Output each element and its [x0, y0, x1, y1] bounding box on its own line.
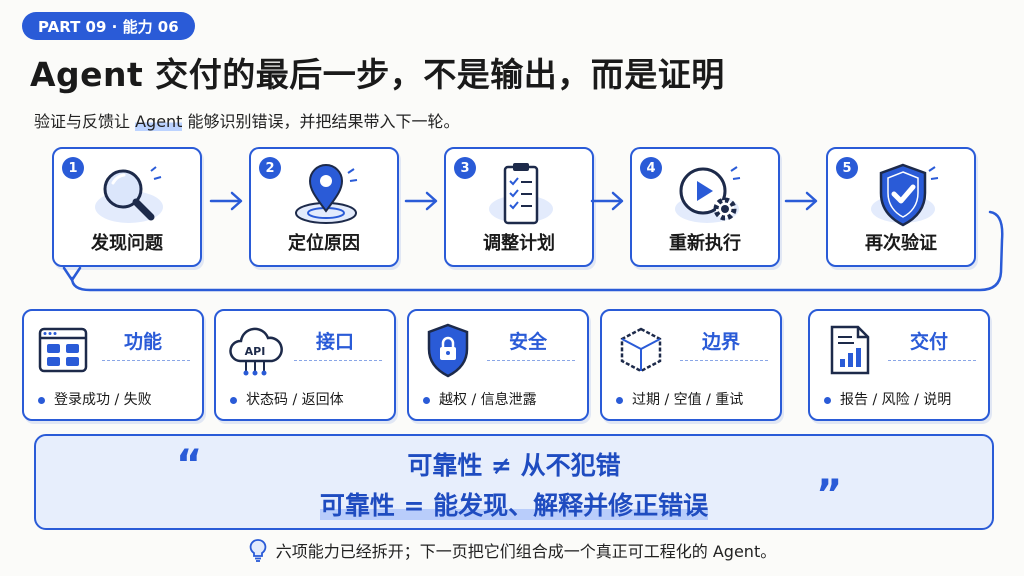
card-title: 安全 [508, 331, 547, 353]
card-desc: 过期 / 空值 / 重试 [616, 389, 774, 409]
card-desc: 报告 / 风险 / 说明 [824, 389, 982, 409]
step-number: 4 [640, 157, 662, 179]
card-title: 功能 [123, 331, 162, 353]
api-cloud-icon: API [229, 327, 283, 376]
step-adjust-plan: 3 调整计划 [444, 147, 594, 267]
step-re-verify: 5 再次验证 [826, 147, 976, 267]
card-boundary: 边界 过期 / 空值 / 重试 [600, 309, 782, 421]
step-find-issue: 1 发现问题 [52, 147, 202, 267]
arrow-right-icon [784, 191, 818, 211]
card-title: 接口 [315, 331, 354, 353]
card-desc: 状态码 / 返回体 [230, 389, 388, 409]
cube-outline-icon [620, 327, 662, 373]
card-desc: 登录成功 / 失败 [38, 389, 196, 409]
step-label: 调整计划 [483, 233, 555, 254]
api-icon-text: API [245, 345, 266, 358]
divider [680, 360, 768, 361]
app-window-icon [38, 327, 88, 373]
card-delivery: 交付 报告 / 风险 / 说明 [808, 309, 990, 421]
step-number: 3 [454, 157, 476, 179]
step-number: 5 [836, 157, 858, 179]
play-gear-icon [675, 166, 741, 223]
arrow-right-icon [209, 191, 243, 211]
shield-check-icon [871, 163, 939, 227]
arrow-right-icon [404, 191, 438, 211]
divider [888, 360, 976, 361]
quote-line-2: 可靠性 = 能发现、解释并修正错误 [36, 486, 992, 522]
quote-box: “ 可靠性 ≠ 从不犯错 可靠性 = 能发现、解释并修正错误 ” [34, 434, 994, 530]
step-label: 发现问题 [91, 233, 163, 254]
page-title: Agent 交付的最后一步，不是输出，而是证明 [30, 55, 725, 94]
step-label: 再次验证 [865, 233, 937, 254]
step-number: 2 [259, 157, 281, 179]
footer-note: 六项能力已经拆开；下一页把它们组合成一个真正可工程化的 Agent。 [0, 538, 1024, 562]
subtitle-post: 能够识别错误，并把结果带入下一轮。 [182, 112, 460, 131]
location-pin-icon [295, 164, 358, 224]
divider [102, 360, 190, 361]
card-interface: API 接口 状态码 / 返回体 [214, 309, 396, 421]
close-quote-mark: ” [816, 472, 843, 518]
magnifier-icon [95, 166, 163, 223]
open-quote-mark: “ [176, 442, 203, 488]
lightbulb-icon [249, 539, 267, 562]
step-label: 重新执行 [669, 233, 741, 254]
step-re-execute: 4 重新执行 [630, 147, 780, 267]
section-tag: PART 09 · 能力 06 [22, 12, 195, 40]
footer-text: 六项能力已经拆开；下一页把它们组合成一个真正可工程化的 Agent。 [275, 542, 777, 561]
report-chart-icon [830, 325, 870, 375]
card-security: 安全 越权 / 信息泄露 [407, 309, 589, 421]
quote-line-2-text: 可靠性 = 能发现、解释并修正错误 [319, 491, 709, 520]
arrow-right-icon [590, 191, 624, 211]
quote-line-1: 可靠性 ≠ 从不犯错 [407, 451, 621, 480]
card-title: 边界 [701, 331, 740, 353]
divider [294, 360, 382, 361]
card-desc: 越权 / 信息泄露 [423, 389, 581, 409]
step-locate-cause: 2 定位原因 [249, 147, 399, 267]
divider [487, 360, 575, 361]
clipboard-checklist-icon [489, 163, 553, 225]
subtitle-pre: 验证与反馈让 [34, 112, 136, 131]
card-title: 交付 [909, 331, 948, 353]
page-subtitle: 验证与反馈让 Agent 能够识别错误，并把结果带入下一轮。 [34, 108, 460, 132]
step-number: 1 [62, 157, 84, 179]
subtitle-highlight: Agent [135, 112, 183, 131]
step-label: 定位原因 [288, 233, 360, 254]
lock-shield-icon [427, 323, 469, 378]
card-function: 功能 登录成功 / 失败 [22, 309, 204, 421]
